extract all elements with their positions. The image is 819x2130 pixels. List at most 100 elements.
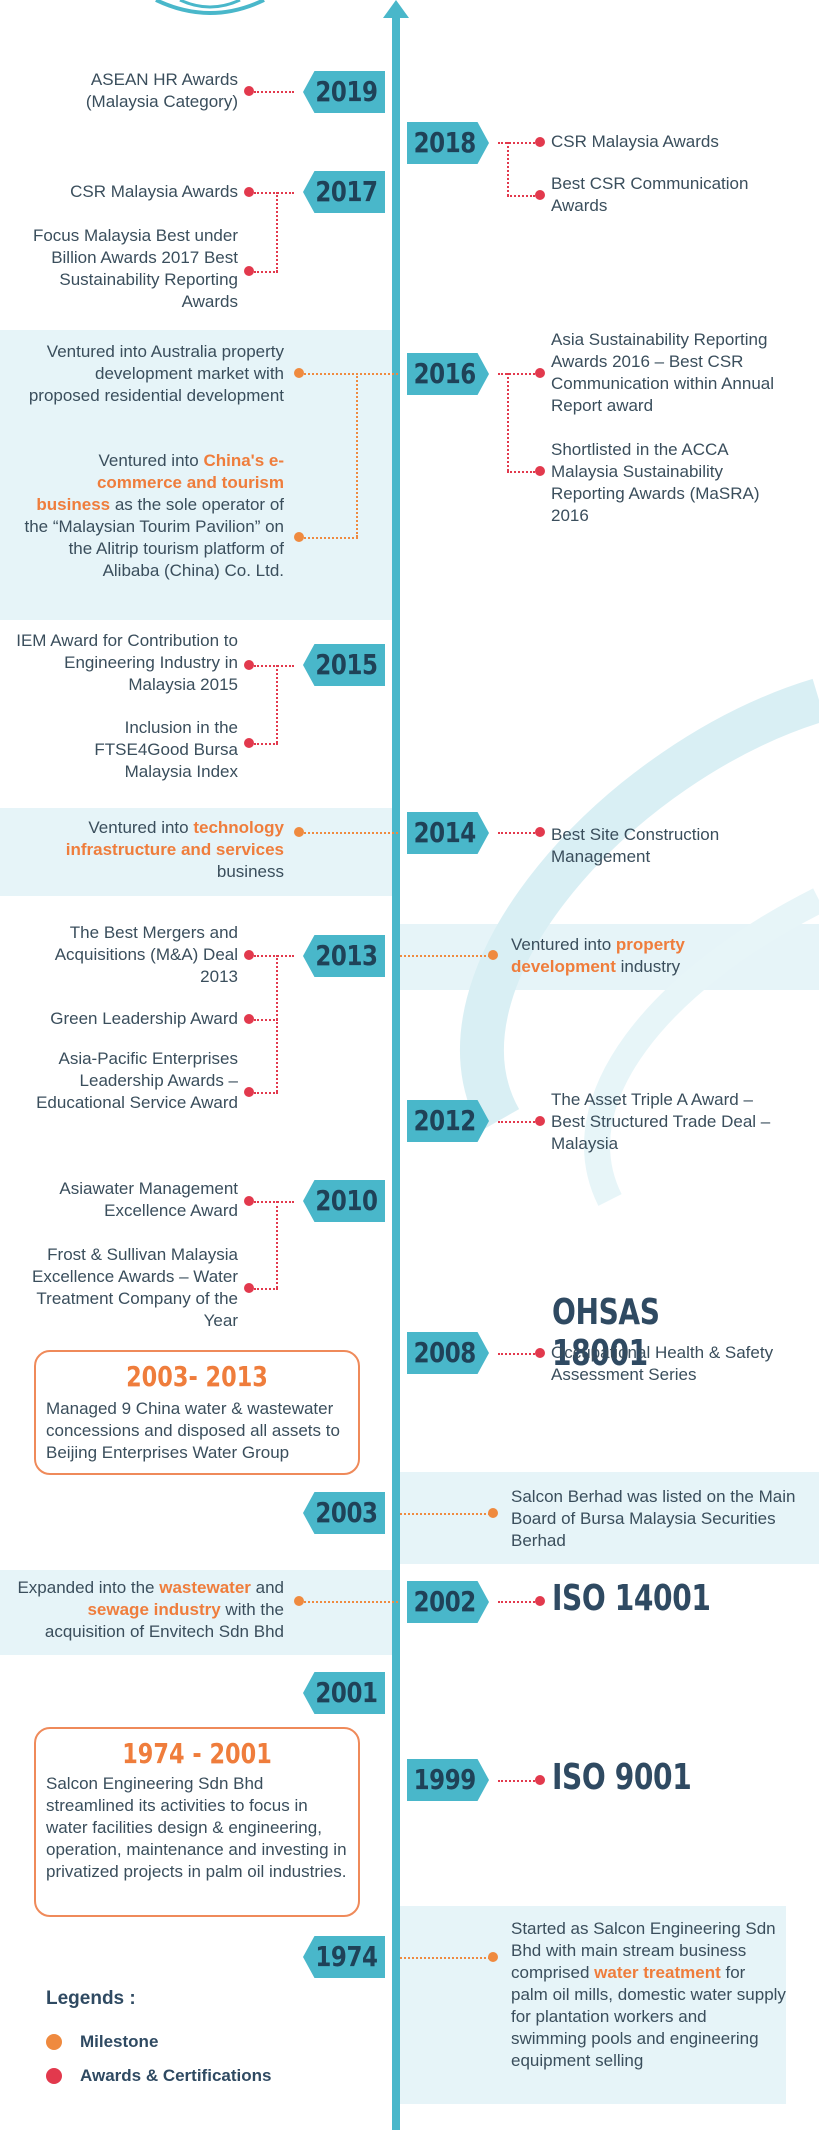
connector	[276, 192, 278, 272]
award-2018-csr: CSR Malaysia Awards	[551, 132, 719, 151]
connector	[254, 743, 278, 745]
connector	[498, 1121, 535, 1123]
year-label-2013: 2013	[303, 935, 385, 977]
highlight-band-2014	[0, 808, 392, 896]
award-2014-best-site: Best Site Construction Management	[551, 825, 720, 866]
connector	[254, 1092, 278, 1094]
award-dot	[244, 266, 254, 276]
period-box-body: Salcon Engineering Sdn Bhd streamlined i…	[46, 1774, 347, 1881]
year-label-1974: 1974	[303, 1936, 385, 1978]
award-dot	[244, 1196, 254, 1206]
award-dot	[535, 827, 545, 837]
award-2019-asean-hr: ASEAN HR Awards (Malaysia Category)	[85, 70, 238, 111]
award-2013-mergers: The Best Mergers and Acquisitions (M&A) …	[54, 923, 238, 986]
award-dot	[535, 1348, 545, 1358]
award-2012-asset-triple-a: The Asset Triple A Award – Best Structur…	[551, 1090, 771, 1153]
award-2018-best-csr-comm: Best CSR Communication Awards	[551, 174, 749, 215]
milestone-dot	[294, 827, 304, 837]
year-label-2015: 2015	[303, 644, 385, 686]
year-label-2018: 2018	[407, 122, 489, 164]
highlight-band-2003	[400, 1472, 819, 1564]
award-2015-iem: IEM Award for Contribution to Engineerin…	[16, 631, 238, 694]
award-2016-acca: Shortlisted in the ACCA Malaysia Sustain…	[551, 440, 760, 525]
award-dot	[244, 1014, 254, 1024]
year-label-2017: 2017	[303, 171, 385, 213]
award-dot	[244, 738, 254, 748]
award-2016-asia-sustainability: Asia Sustainability Reporting Awards 201…	[551, 330, 775, 415]
connector	[356, 373, 358, 537]
milestone-2003-listed: Salcon Berhad was listed on the Main Boa…	[511, 1487, 796, 1550]
award-dot	[244, 1087, 254, 1097]
connector	[400, 1513, 490, 1515]
award-dot	[244, 950, 254, 960]
cert-iso-9001: ISO 9001	[552, 1757, 692, 1798]
award-dot	[535, 137, 545, 147]
milestone-dot	[488, 950, 498, 960]
year-label-2019: 2019	[303, 71, 385, 113]
connector	[254, 1288, 278, 1290]
award-2015-ftse4good: Inclusion in the FTSE4Good Bursa Malaysi…	[94, 718, 238, 781]
connector	[254, 955, 294, 957]
milestone-dot	[294, 532, 304, 542]
award-2010-asiawater: Asiawater Management Excellence Award	[59, 1179, 238, 1220]
connector	[304, 832, 398, 834]
connector	[507, 195, 535, 197]
year-label-2001: 2001	[303, 1672, 385, 1714]
highlight-band-2002	[0, 1570, 392, 1655]
milestone-dot	[294, 368, 304, 378]
connector	[276, 955, 278, 1092]
legend-awards-label: Awards & Certifications	[80, 2066, 272, 2085]
year-label-1999: 1999	[407, 1759, 489, 1801]
award-2013-green-leadership: Green Leadership Award	[50, 1009, 238, 1028]
award-dot	[535, 1116, 545, 1126]
award-dot	[535, 368, 545, 378]
milestone-2014-technology: Ventured into technology infrastructure …	[65, 818, 284, 881]
award-dot	[535, 190, 545, 200]
cert-iso-14001: ISO 14001	[552, 1578, 711, 1619]
year-label-2010: 2010	[303, 1180, 385, 1222]
year-label-2016: 2016	[407, 353, 489, 395]
period-box-2003-2013: 2003- 2013 Managed 9 China water & waste…	[34, 1350, 360, 1475]
connector	[254, 192, 294, 194]
award-dot	[244, 1283, 254, 1293]
award-2013-asia-pacific: Asia-Pacific Enterprises Leadership Awar…	[36, 1049, 238, 1112]
award-2017-csr: CSR Malaysia Awards	[70, 182, 238, 201]
year-label-2002: 2002	[407, 1581, 489, 1623]
milestone-2002-wastewater: Expanded into the wastewater and sewage …	[17, 1578, 284, 1641]
year-label-2012: 2012	[407, 1100, 489, 1142]
award-dot	[244, 660, 254, 670]
award-2008-ohsas: Occupational Health & Safety Assessment …	[551, 1343, 774, 1384]
milestone-2016-australia: Ventured into Australia property develop…	[28, 342, 284, 405]
milestone-2016-china: Ventured into China's e-commerce and tou…	[24, 451, 284, 580]
award-dot	[535, 1775, 545, 1785]
connector	[254, 665, 294, 667]
timeline-axis	[392, 14, 400, 2130]
milestone-dot	[488, 1508, 498, 1518]
award-dot	[535, 1596, 545, 1606]
connector	[254, 1019, 278, 1021]
connector	[498, 373, 535, 375]
award-2010-frost-sullivan: Frost & Sullivan Malaysia Excellence Awa…	[32, 1245, 238, 1330]
legend-title: Legends :	[46, 1988, 136, 2009]
connector	[304, 373, 398, 375]
connector	[304, 537, 358, 539]
logo-fragment-icon	[155, 0, 265, 15]
connector	[400, 1957, 490, 1959]
year-label-2003: 2003	[303, 1492, 385, 1534]
connector	[498, 142, 535, 144]
cert-ohsas-18001: OHSAS 18001	[552, 1292, 660, 1374]
connector	[498, 1601, 535, 1603]
period-box-body: Managed 9 China water & wastewater conce…	[46, 1399, 340, 1462]
year-label-2014: 2014	[407, 812, 489, 854]
connector	[276, 1201, 278, 1288]
period-box-1974-2001: 1974 - 2001 Salcon Engineering Sdn Bhd s…	[34, 1727, 360, 1917]
award-dot	[535, 466, 545, 476]
legend-milestone-label: Milestone	[80, 2032, 159, 2051]
award-dot	[244, 86, 254, 96]
milestone-1974-started: Started as Salcon Engineering Sdn Bhd wi…	[511, 1919, 786, 2070]
milestone-dot	[294, 1596, 304, 1606]
milestone-2013-property: Ventured into property development indus…	[511, 935, 685, 976]
milestone-dot	[488, 1952, 498, 1962]
connector	[276, 665, 278, 743]
connector	[498, 832, 535, 834]
